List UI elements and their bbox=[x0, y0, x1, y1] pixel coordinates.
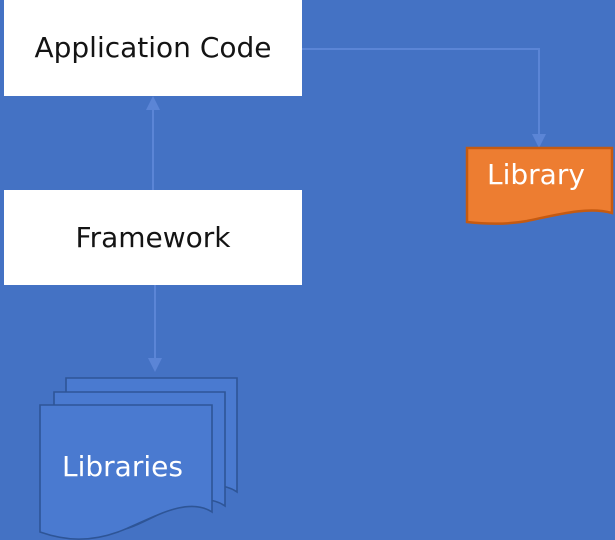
node-application-code-label: Application Code bbox=[34, 31, 272, 64]
node-framework[interactable]: Framework bbox=[4, 190, 302, 285]
arrowhead-down-icon bbox=[148, 358, 162, 372]
arrowhead-up-icon bbox=[146, 96, 160, 110]
connector-elbow-path bbox=[302, 48, 540, 138]
connector-application-code-to-library bbox=[302, 48, 546, 148]
node-application-code[interactable]: Application Code bbox=[4, 0, 302, 96]
node-framework-label: Framework bbox=[75, 220, 231, 254]
node-library-label: Library bbox=[487, 158, 585, 191]
libraries-document-back bbox=[65, 377, 238, 521]
connector-framework-to-application-code bbox=[146, 96, 160, 190]
arrowhead-down-icon bbox=[532, 134, 546, 148]
node-libraries-label: Libraries bbox=[62, 450, 183, 483]
connector-framework-to-libraries bbox=[148, 285, 162, 372]
